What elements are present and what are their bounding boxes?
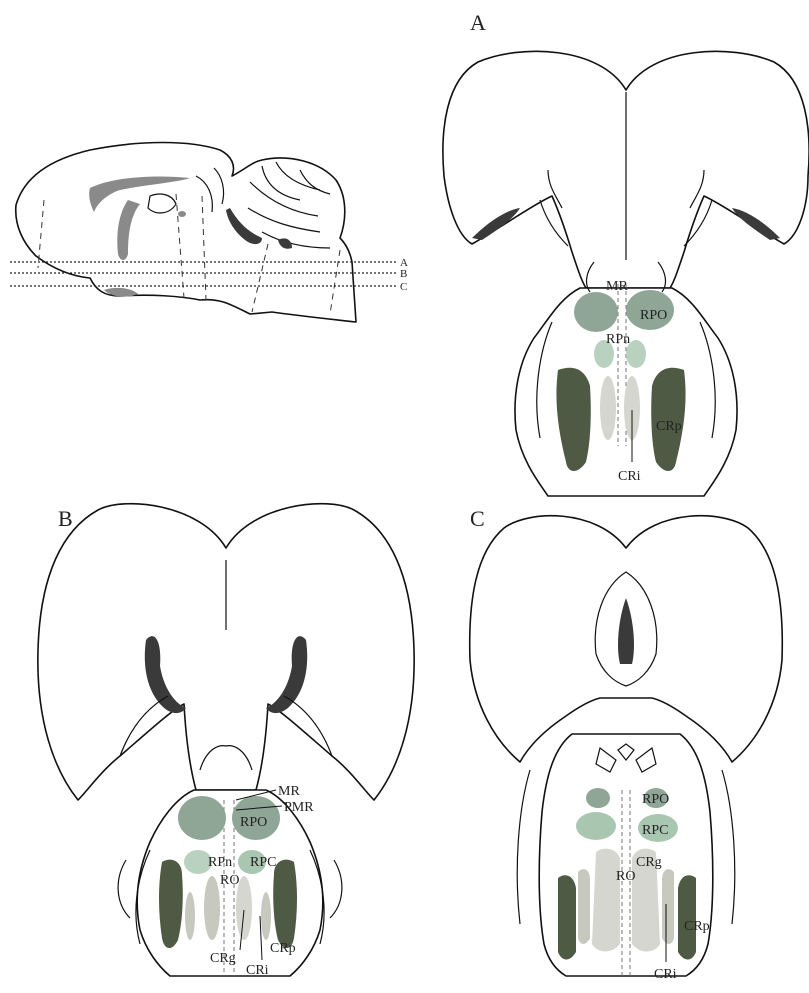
panel-b-label-pmr: PMR — [284, 800, 314, 815]
panel-c-label-rpo: RPO — [642, 792, 669, 807]
panel-a-label-cri: CRi — [618, 469, 641, 484]
panel-c-region-crg-right — [662, 869, 674, 944]
panel-b-region-rpo-left — [178, 796, 226, 840]
panel-c-label-ro: RO — [616, 869, 635, 884]
panel-c: C RPO RPC CRg RO CRp CRi — [470, 506, 783, 982]
panel-a: A MR RPO RPn CRp CRi — [443, 10, 809, 496]
panel-label-a: A — [470, 10, 486, 35]
panel-a-label-rpo: RPO — [640, 308, 667, 323]
panel-b-hemispheres-outline — [38, 504, 414, 800]
panel-b-region-crg — [185, 892, 195, 940]
panel-a-label-mr: MR — [606, 279, 628, 294]
panel-c-label-cri: CRi — [654, 967, 677, 982]
panel-a-label-rpn: RPn — [606, 332, 630, 347]
panel-b-region-crg-left — [204, 876, 220, 940]
panel-b-label-ro: RO — [220, 873, 239, 888]
panel-b-label-mr: MR — [278, 784, 300, 799]
sagittal-small-nucleus — [178, 211, 186, 217]
panel-c-region-ro — [592, 849, 620, 952]
panel-a-label-crp: CRp — [656, 419, 682, 434]
panel-b-label-cri: CRi — [246, 963, 269, 978]
sagittal-schematic: A B C — [10, 143, 408, 323]
panel-b-label-rpn: RPn — [208, 855, 232, 870]
panel-b-label-rpo: RPO — [240, 815, 267, 830]
panel-c-region-rpo-left — [586, 788, 610, 808]
sagittal-plane-label-b: B — [400, 268, 407, 280]
panel-c-region-crp — [678, 875, 696, 959]
panel-c-region-crg-left — [578, 869, 590, 944]
panel-c-region-rpc-left — [576, 812, 616, 840]
sagittal-brain-outline — [16, 143, 356, 323]
panel-label-b: B — [58, 506, 73, 531]
panel-a-region-cri-left — [600, 376, 616, 440]
panel-b-region-crg-right — [261, 892, 271, 940]
panel-b-label-rpc: RPC — [250, 855, 276, 870]
panel-c-label-rpc: RPC — [642, 823, 668, 838]
panel-label-c: C — [470, 506, 485, 531]
panel-c-region-crp-left — [558, 875, 576, 959]
panel-c-label-crg: CRg — [636, 855, 662, 870]
panel-b: B MR PMR RPO RPn RPC RO CRg CRi CRp — [38, 504, 414, 978]
panel-b-label-crp: CRp — [270, 941, 296, 956]
panel-c-label-crp: CRp — [684, 919, 710, 934]
panel-a-region-rpn-left — [574, 292, 618, 332]
panel-b-label-crg: CRg — [210, 951, 236, 966]
sagittal-plane-label-c: C — [400, 281, 407, 293]
